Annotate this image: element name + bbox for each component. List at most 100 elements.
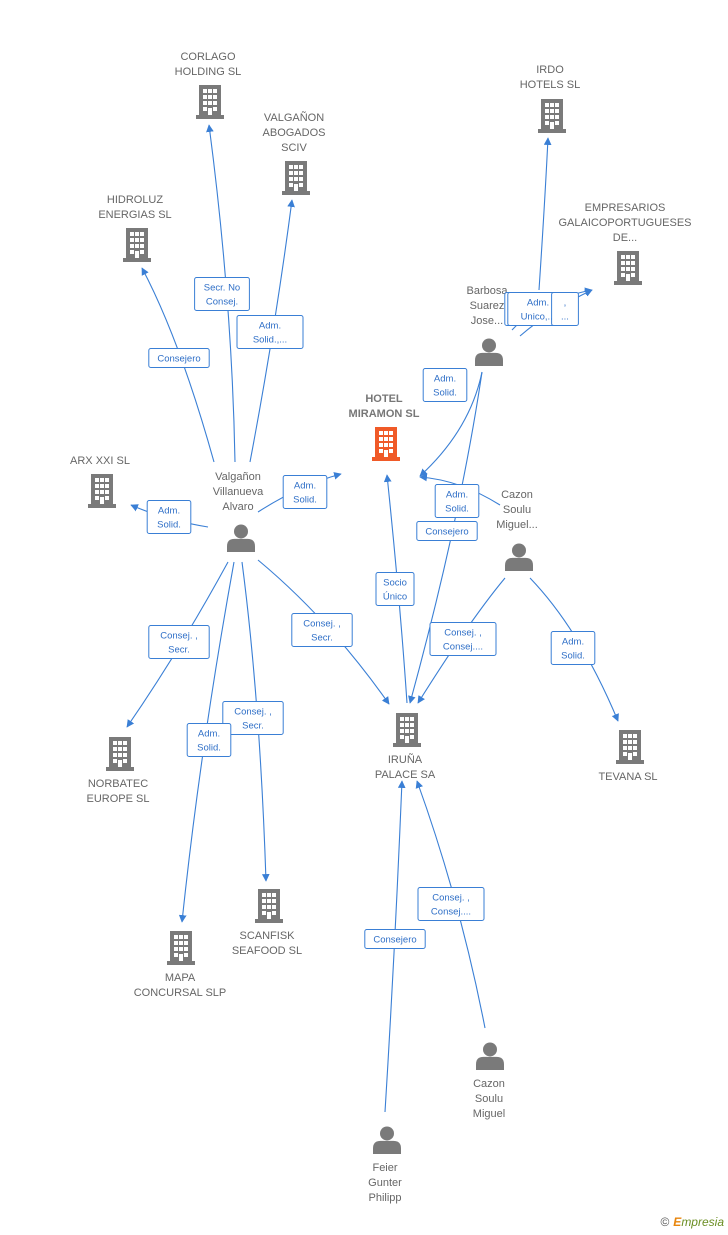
- company-building-icon: [393, 713, 421, 747]
- empresia-logo[interactable]: Empresia: [673, 1215, 724, 1229]
- node-scanfisk[interactable]: SCANFISK SEAFOOD SL: [232, 889, 302, 957]
- node-label-line: SEAFOOD SL: [232, 945, 302, 957]
- company-building-icon: [255, 889, 283, 923]
- node-label-line: Miguel...: [496, 519, 538, 531]
- edge-label-text: Consej.: [206, 297, 238, 308]
- node-label-line: SCIV: [281, 142, 307, 154]
- node-arx[interactable]: ARX XXI SL: [70, 455, 130, 508]
- brand-footer: ©Empresia: [660, 1215, 724, 1229]
- node-label-line: Cazon: [501, 489, 533, 501]
- node-label-line: Philipp: [368, 1192, 401, 1204]
- edge-label-cazon2-to-iruna[interactable]: Consej. ,Consej....: [417, 887, 485, 921]
- node-label-line: Miguel: [473, 1108, 505, 1120]
- edge-label-box: [291, 613, 353, 647]
- node-label-line: Alvaro: [222, 501, 253, 513]
- edge-label-box: [422, 368, 468, 402]
- edge-label-text: Consejero: [157, 354, 200, 365]
- edge-label-box: [148, 625, 210, 659]
- node-label-line: HIDROLUZ: [107, 194, 164, 206]
- edge-label-box: [375, 572, 415, 606]
- edge-label-text: Solid.: [197, 743, 221, 754]
- person-icon: [505, 543, 533, 571]
- edge-label-valganon-to-iruna[interactable]: Consej. ,Secr.: [291, 613, 353, 647]
- edge-label-box: [194, 277, 250, 311]
- edge-label-cazon1-to-iruna[interactable]: Consej. , Consej....: [429, 622, 497, 656]
- copyright-symbol: ©: [660, 1215, 670, 1229]
- person-icon: [475, 338, 503, 366]
- node-label-line: GALAICOPORTUGUESES: [558, 217, 691, 229]
- node-label-line: HOTELS SL: [520, 79, 581, 91]
- edge-label-cazon1-to-tevana[interactable]: Adm.Solid.: [550, 631, 596, 665]
- node-label-line: IRDO: [536, 64, 564, 76]
- node-label-line: Barbosa: [467, 285, 509, 297]
- node-label-line: Valgañon: [215, 471, 261, 483]
- edge-label-barbosa-to-hotel_miramon[interactable]: Adm.Solid.: [422, 368, 468, 402]
- edge-label-valganon-to-valganon_abog[interactable]: Adm.Solid.,...: [236, 315, 304, 349]
- node-barbosa[interactable]: BarbosaSuarezJose...: [467, 285, 509, 366]
- node-tevana[interactable]: TEVANA SL: [598, 730, 658, 783]
- node-label-line: Jose...: [471, 315, 503, 327]
- node-label-line: MAPA: [165, 972, 196, 984]
- edge-label-text: Solid.: [293, 495, 317, 506]
- focus-company-building-icon: [372, 427, 400, 461]
- edge-label-text: Adm.: [158, 506, 180, 517]
- edge-label-box: [550, 631, 596, 665]
- node-label-line: PALACE SA: [375, 769, 436, 781]
- node-label-line: SCANFISK: [239, 930, 295, 942]
- node-label-line: HOLDING SL: [175, 66, 242, 78]
- node-label-line: MIRAMON SL: [349, 408, 420, 420]
- edge-label-text: Secr.: [311, 633, 333, 644]
- node-empresarios[interactable]: EMPRESARIOSGALAICOPORTUGUESESDE...: [558, 202, 692, 285]
- person-icon: [476, 1042, 504, 1070]
- edge-label-cazon1-to-empresarios[interactable]: ,...: [551, 292, 579, 326]
- company-building-icon: [106, 737, 134, 771]
- edge-label-valganon-to-hidroluz[interactable]: Consejero: [148, 348, 210, 368]
- edge-label-cazon1-to-hotel_miramon[interactable]: Adm.Solid.: [434, 484, 480, 518]
- edge-label-valganon-to-norbatec[interactable]: Consej. ,Secr.: [148, 625, 210, 659]
- person-icon: [373, 1126, 401, 1154]
- node-label-line: EUROPE SL: [87, 793, 150, 805]
- edge-label-valganon-to-arx[interactable]: Adm. Solid.: [146, 500, 192, 534]
- edge-label-text: Secr.: [242, 721, 264, 732]
- edge-label-valganon-to-scanfisk[interactable]: Consej. ,Secr.: [222, 701, 284, 735]
- node-hidroluz[interactable]: HIDROLUZ ENERGIAS SL: [98, 194, 172, 262]
- node-label-line: TEVANA SL: [598, 771, 657, 783]
- edge-label-valganon-to-mapa[interactable]: Adm.Solid.: [186, 723, 232, 757]
- edge-label-text: Consej. ,: [444, 628, 482, 639]
- node-label-line: Gunter: [368, 1177, 402, 1189]
- edge-label-text: Solid.,...: [253, 335, 287, 346]
- company-building-icon: [88, 474, 116, 508]
- edge-label-barbosa-to-iruna[interactable]: Consejero: [416, 521, 478, 541]
- edge-label-text: Solid.: [157, 520, 181, 531]
- edge-label-box: [434, 484, 480, 518]
- edge-label-feier-to-iruna[interactable]: Consejero: [364, 929, 426, 949]
- edge-label-box: [222, 701, 284, 735]
- edge-label-box: [417, 887, 485, 921]
- node-label-line: Soulu: [503, 504, 531, 516]
- edge-label-box: [364, 929, 426, 949]
- edge-label-text: ...: [561, 312, 569, 323]
- node-irdo[interactable]: IRDO HOTELS SL: [520, 64, 581, 133]
- edge-label-text: Consej....: [443, 642, 483, 653]
- edge-label-text: Adm.: [434, 374, 456, 385]
- edge-label-text: Único: [383, 592, 407, 603]
- node-cazon1[interactable]: CazonSouluMiguel...: [496, 489, 538, 571]
- edge-label-valganon-to-hotel_miramon[interactable]: Adm.Solid.: [282, 475, 328, 509]
- edge-label-text: Adm.: [562, 637, 584, 648]
- node-label-line: ENERGIAS SL: [98, 209, 171, 221]
- person-icon: [227, 524, 255, 552]
- edge-barbosa-to-hotel_miramon: [419, 371, 483, 477]
